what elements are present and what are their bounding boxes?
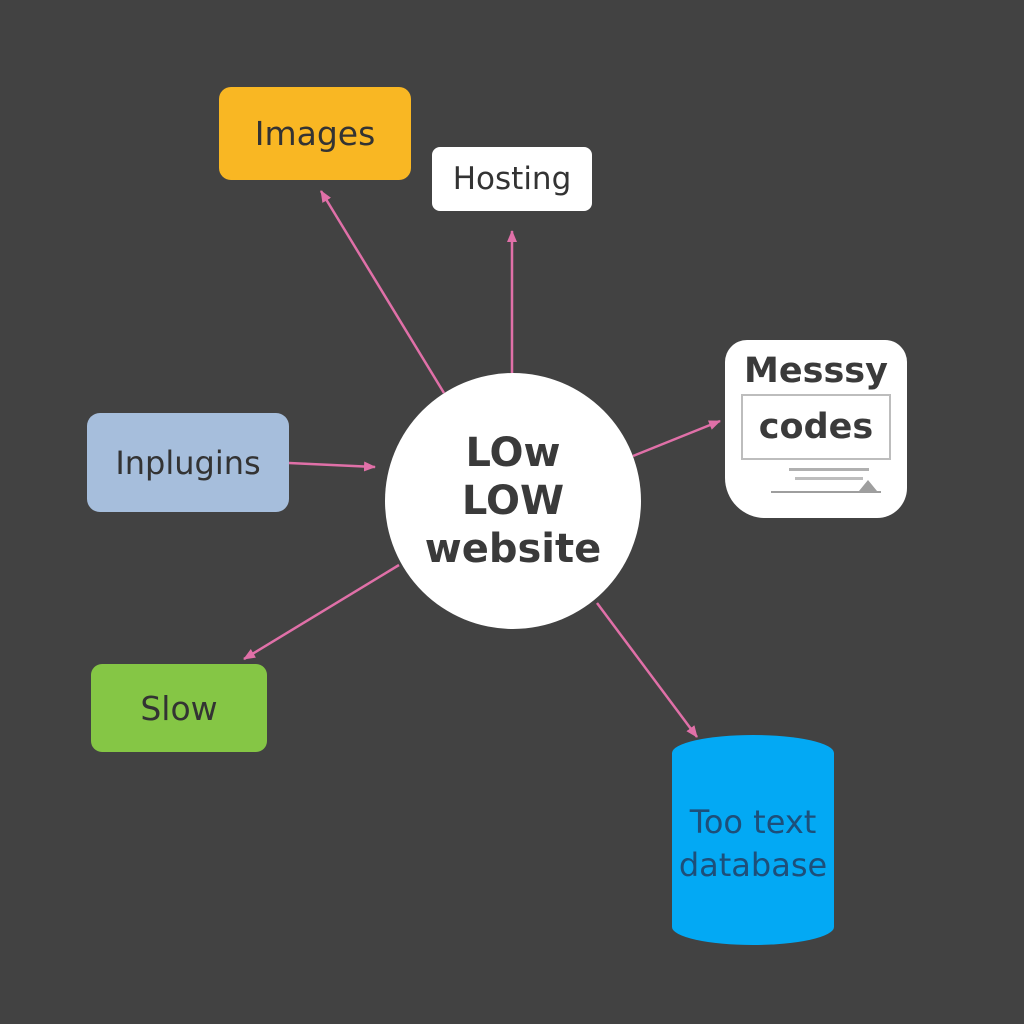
edge-center-to-messy (632, 419, 721, 458)
doc-line-icon (795, 477, 863, 480)
node-hosting: Hosting (432, 147, 592, 211)
center-label-line3: website (424, 526, 602, 572)
node-images: Images (219, 87, 411, 180)
edge-plugins-to-center (288, 461, 376, 472)
node-hosting-label: Hosting (452, 161, 572, 197)
messy-label-line2: codes (758, 407, 874, 447)
node-center-circle: LOw LOW website (385, 373, 641, 629)
edge-center-to-images (319, 190, 446, 394)
doc-line-icon (789, 468, 869, 471)
messy-label-line1: Messsy (744, 351, 888, 391)
node-messy-codes-document: Messsy codes (725, 340, 907, 518)
edge-center-to-slow (243, 563, 400, 661)
database-label-line2: database (678, 846, 828, 884)
node-plugins-label: Inplugins (115, 443, 261, 482)
code-box: codes (741, 394, 891, 460)
database-cylinder-icon (672, 735, 834, 945)
database-label-line1: Too text (689, 802, 817, 841)
center-label-line2: LOW (461, 478, 565, 524)
doc-triangle-icon (859, 480, 877, 491)
doc-baseline-icon (771, 491, 881, 493)
node-images-label: Images (254, 114, 376, 153)
edge-center-to-database (595, 602, 699, 738)
node-slow: Slow (91, 664, 267, 752)
document-lines-icon (741, 460, 891, 498)
node-database-cylinder: Too text database (672, 735, 834, 945)
node-plugins: Inplugins (87, 413, 289, 512)
center-label-line1: LOw (465, 430, 561, 476)
node-slow-label: Slow (140, 688, 218, 728)
